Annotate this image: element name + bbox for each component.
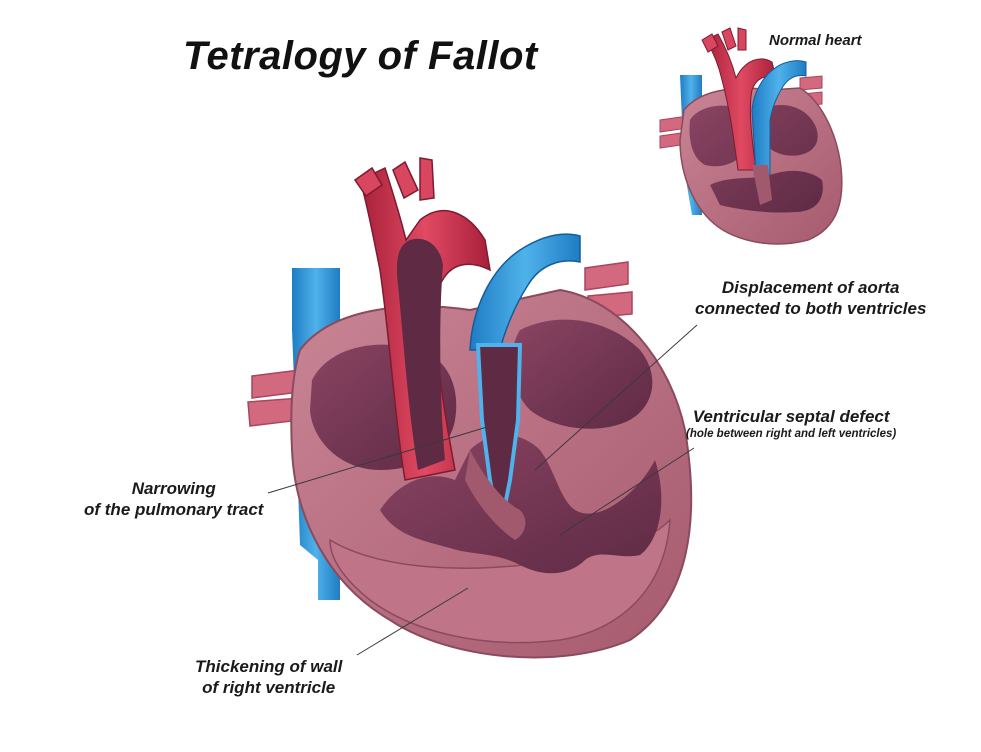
pulmonary-label-line2: of the pulmonary tract: [84, 500, 264, 519]
thickening-label-line1: Thickening of wall: [195, 657, 343, 676]
normal-aortic-branches-icon: [701, 27, 747, 53]
aortic-branch-icon: [419, 157, 435, 201]
leader-line-aorta: [534, 324, 698, 471]
aorta-label-line1: Displacement of aorta: [721, 278, 900, 297]
vsd-label-line2: (hole between right and left ventricles): [686, 428, 897, 440]
pulmonary-label-line1: Narrowing: [131, 479, 216, 498]
normal-heart: [659, 27, 843, 245]
ventricle-cavity: [380, 435, 662, 574]
normal-chambers: [689, 105, 823, 213]
diagram-title: Tetralogy of Fallot: [183, 34, 538, 78]
leader-lines: [267, 324, 698, 656]
pulmonary-artery-icon: [469, 233, 581, 351]
leader-line-vsd: [559, 447, 695, 536]
normal-septum: [752, 165, 772, 205]
pulmonary-label: Narrowing of the pulmonary tract: [84, 478, 263, 520]
thickening-label-line2: of right ventricle: [202, 678, 336, 697]
right-ventricle-wall: [329, 518, 671, 644]
septum: [465, 450, 526, 540]
aorta-label: Displacement of aorta connected to both …: [695, 277, 926, 319]
normal-aorta-icon: [705, 33, 777, 171]
normal-heart-label: Normal heart: [769, 30, 862, 51]
tetralogy-heart: [247, 157, 693, 659]
aortic-branch-icon: [353, 166, 384, 198]
thickening-label: Thickening of wall of right ventricle: [195, 656, 342, 698]
left-atrium-chamber: [511, 319, 653, 429]
vsd-label: Ventricular septal defect (hole between …: [686, 406, 896, 441]
leader-line-pulmonary: [267, 426, 488, 494]
leader-line-thickening: [356, 587, 469, 656]
aortic-branch-icon: [392, 160, 419, 200]
vsd-label-line1: Ventricular septal defect: [692, 407, 890, 426]
normal-pulmonary-artery-icon: [751, 60, 807, 176]
normal-heart-text: Normal heart: [769, 32, 862, 49]
aorta-label-line2: connected to both ventricles: [695, 299, 927, 318]
aorta-lumen: [396, 238, 445, 470]
